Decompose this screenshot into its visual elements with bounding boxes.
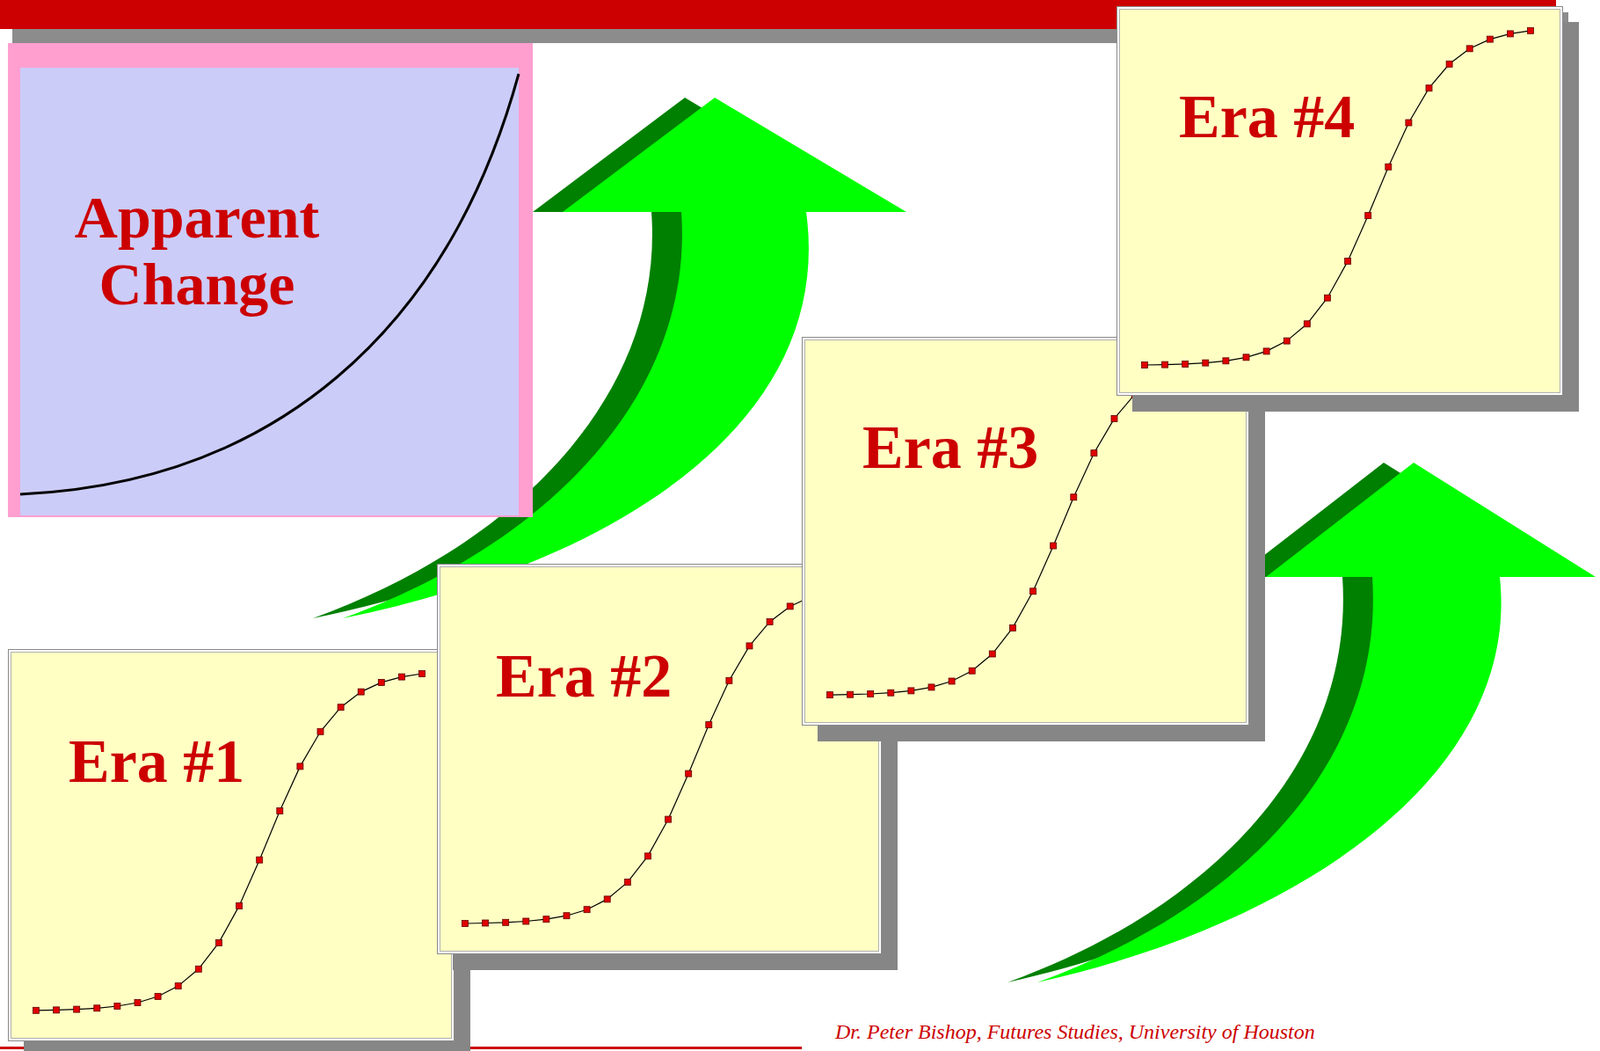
exponential-curve	[20, 73, 519, 495]
data-marker	[603, 895, 611, 902]
trend-panel: Apparent Change	[7, 43, 533, 517]
data-marker	[1486, 36, 1493, 43]
data-marker	[256, 856, 263, 863]
data-marker	[378, 678, 385, 685]
data-marker	[337, 704, 344, 711]
data-marker	[1365, 212, 1372, 219]
data-marker	[297, 763, 304, 770]
data-marker	[523, 917, 530, 924]
data-marker	[1202, 359, 1209, 366]
data-marker	[195, 965, 202, 972]
data-marker	[543, 916, 550, 923]
data-marker	[1182, 360, 1189, 367]
data-marker	[1070, 494, 1077, 501]
data-marker	[502, 918, 510, 925]
data-marker	[847, 690, 854, 698]
data-marker	[482, 919, 489, 926]
data-marker	[583, 906, 590, 913]
bottom-rule	[0, 1046, 802, 1049]
data-marker	[1345, 257, 1352, 264]
data-marker	[887, 689, 895, 696]
era-label: Era #4	[1178, 82, 1355, 152]
plot-ground	[20, 67, 519, 516]
data-marker	[1466, 45, 1473, 52]
s-curve-chart	[8, 649, 456, 1042]
data-marker	[114, 1003, 121, 1010]
data-marker	[398, 673, 405, 680]
data-marker	[1527, 27, 1535, 34]
data-marker	[236, 901, 243, 909]
data-marker	[462, 920, 469, 927]
s-curve	[465, 588, 851, 924]
s-curve-chart	[1117, 7, 1564, 397]
data-marker	[33, 1006, 40, 1013]
data-marker	[1222, 357, 1230, 364]
credit-holder: Dr. Peter Bishop, Futures Studies, Unive…	[835, 1019, 1316, 1044]
s-curve	[1144, 30, 1531, 365]
data-marker	[1162, 361, 1169, 368]
data-marker	[419, 670, 426, 677]
data-marker	[827, 691, 834, 699]
data-marker	[134, 999, 141, 1006]
data-marker	[989, 650, 996, 657]
data-marker	[908, 687, 915, 694]
data-marker	[1263, 348, 1270, 355]
data-marker	[1446, 60, 1453, 67]
data-marker	[1009, 624, 1016, 631]
data-marker	[968, 667, 975, 674]
data-marker	[73, 1005, 80, 1012]
data-marker	[685, 770, 692, 777]
data-marker	[1283, 337, 1290, 344]
era-label: Era #2	[495, 641, 672, 711]
panel-title: Apparent Change	[51, 183, 342, 318]
era-panel: Era #1	[7, 648, 455, 1041]
data-marker	[215, 938, 222, 946]
data-marker	[1050, 542, 1057, 549]
era-label: Era #3	[862, 413, 1039, 482]
data-marker	[665, 815, 672, 822]
data-marker	[1303, 320, 1310, 328]
data-marker	[705, 721, 713, 728]
data-marker	[1111, 414, 1118, 422]
data-marker	[174, 982, 182, 990]
data-marker	[1405, 119, 1412, 126]
data-marker	[1506, 30, 1513, 37]
data-marker	[1425, 85, 1433, 92]
data-marker	[928, 683, 935, 691]
credit-caption: Dr. Peter Bishop, Futures Studies, Unive…	[835, 1019, 1316, 1043]
data-marker	[1243, 354, 1250, 361]
data-marker	[563, 912, 570, 919]
data-marker	[624, 879, 631, 886]
data-marker	[1385, 163, 1392, 170]
data-marker	[276, 807, 284, 814]
s-curve	[829, 361, 1216, 695]
data-marker	[644, 852, 651, 859]
data-marker	[766, 618, 773, 625]
data-marker	[867, 690, 874, 698]
data-marker	[948, 677, 955, 684]
era-panel: Era #4	[1116, 6, 1564, 396]
data-marker	[154, 993, 161, 1000]
data-marker	[786, 603, 793, 610]
data-marker	[1141, 362, 1149, 369]
s-curve-chart	[802, 337, 1251, 727]
data-marker	[357, 688, 364, 695]
data-marker	[94, 1004, 101, 1011]
data-marker	[53, 1006, 60, 1013]
data-marker	[1090, 450, 1098, 457]
s-curve	[36, 673, 422, 1011]
data-marker	[1030, 588, 1037, 595]
data-marker	[746, 642, 753, 649]
data-marker	[726, 676, 733, 684]
era-label: Era #1	[68, 727, 245, 796]
data-marker	[317, 727, 324, 735]
data-marker	[1323, 294, 1331, 301]
